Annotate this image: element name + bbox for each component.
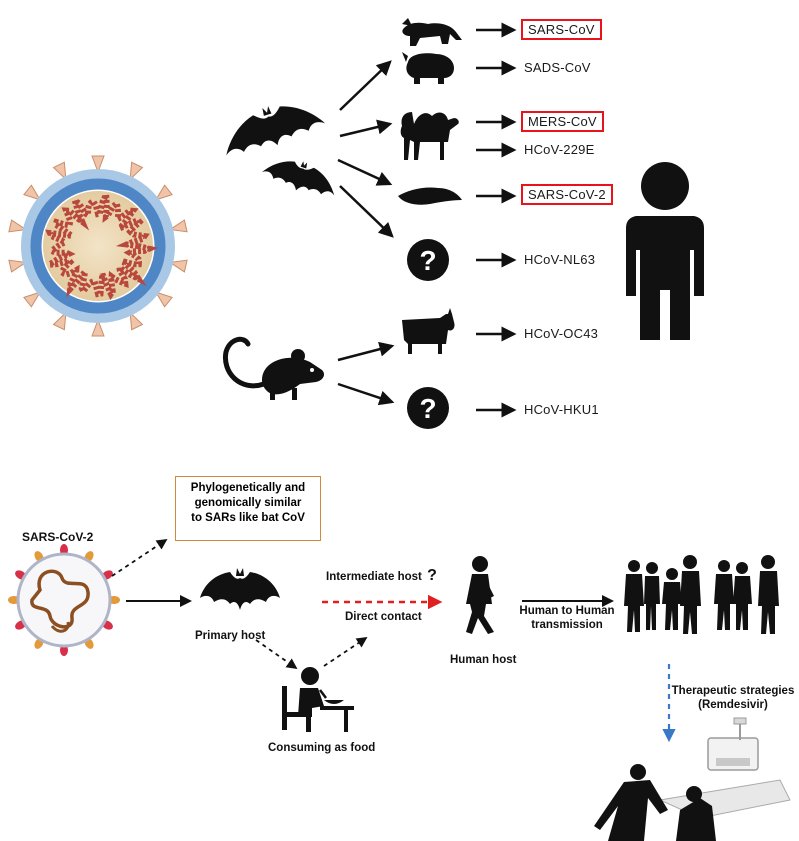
direct-contact-label: Direct contact xyxy=(345,611,422,623)
virus-label-sads-cov: SADS-CoV xyxy=(524,60,591,75)
note-line: genomically similar xyxy=(194,497,302,509)
bat-large-icon xyxy=(226,106,326,156)
phylogenetic-note-box: Phylogenetically and genomically similar… xyxy=(175,476,321,541)
virus-label-sars-cov-2: SARS-CoV-2 xyxy=(521,184,613,205)
pangolin-icon xyxy=(398,187,462,205)
spike-protein xyxy=(154,184,173,201)
intermediate-host-text: Intermediate host xyxy=(326,571,422,583)
unknown-host-icon: ? xyxy=(407,239,449,281)
spike-protein xyxy=(91,155,105,174)
label-line: Therapeutic strategies xyxy=(671,685,795,697)
civet-icon xyxy=(402,18,462,46)
spike-protein xyxy=(52,161,67,181)
label-line: Human to Human xyxy=(519,605,615,617)
intermediate-host-label: Intermediate host ? xyxy=(326,567,437,585)
person-eating-icon xyxy=(282,667,354,732)
virus-label-sars-cov: SARS-CoV xyxy=(521,19,602,40)
hospital-treatment-icon xyxy=(594,717,791,841)
virus-label-hcov-nl63: HCoV-NL63 xyxy=(524,252,596,267)
unknown-host-icon: ? xyxy=(407,387,449,429)
label-line: (Remdesivir) xyxy=(698,699,768,711)
human-host-label: Human host xyxy=(450,654,517,666)
human-host-icon xyxy=(466,556,494,634)
human-to-human-label: Human to Human transmission xyxy=(518,604,616,632)
primary-host-label: Primary host xyxy=(195,630,266,642)
spike-protein xyxy=(129,311,144,331)
therapeutic-strategies-label: Therapeutic strategies (Remdesivir) xyxy=(670,684,796,712)
spike-protein xyxy=(168,219,188,233)
label-line: transmission xyxy=(531,619,603,631)
spike-protein xyxy=(23,291,42,308)
spike-protein xyxy=(23,184,42,201)
sars-cov-2-virus-icon xyxy=(8,544,120,656)
consuming-as-food-label: Consuming as food xyxy=(268,742,376,754)
spike-protein xyxy=(168,259,188,273)
virus-label-hcov-oc43: HCoV-OC43 xyxy=(524,326,599,341)
human-icon xyxy=(626,162,704,340)
note-line: Phylogenetically and xyxy=(190,482,306,494)
svg-text:?: ? xyxy=(419,393,436,424)
spike-protein xyxy=(8,259,28,273)
rat-icon xyxy=(222,336,324,400)
coronavirus-illustration xyxy=(8,155,188,337)
sars-cov-2-title: SARS-CoV-2 xyxy=(22,530,94,544)
svg-text:?: ? xyxy=(419,245,436,276)
spike-protein xyxy=(154,291,173,308)
rna-coil xyxy=(38,183,159,301)
bat-small-icon xyxy=(262,161,335,196)
cow-icon xyxy=(402,308,455,354)
question-mark: ? xyxy=(427,567,437,584)
spike-protein xyxy=(91,318,105,337)
pig-icon xyxy=(402,52,454,84)
virus-label-mers-cov: MERS-CoV xyxy=(521,111,604,132)
note-line: to SARs like bat CoV xyxy=(191,512,305,524)
spike-protein xyxy=(8,219,28,233)
virus-label-hcov-229e: HCoV-229E xyxy=(524,142,595,157)
spike-protein xyxy=(52,311,67,331)
primary-host-bat-icon xyxy=(200,568,280,610)
virus-label-hcov-hku1: HCoV-HKU1 xyxy=(524,402,599,417)
spike-protein xyxy=(129,161,144,181)
people-group-icon xyxy=(624,555,779,634)
camel-icon xyxy=(400,112,459,160)
